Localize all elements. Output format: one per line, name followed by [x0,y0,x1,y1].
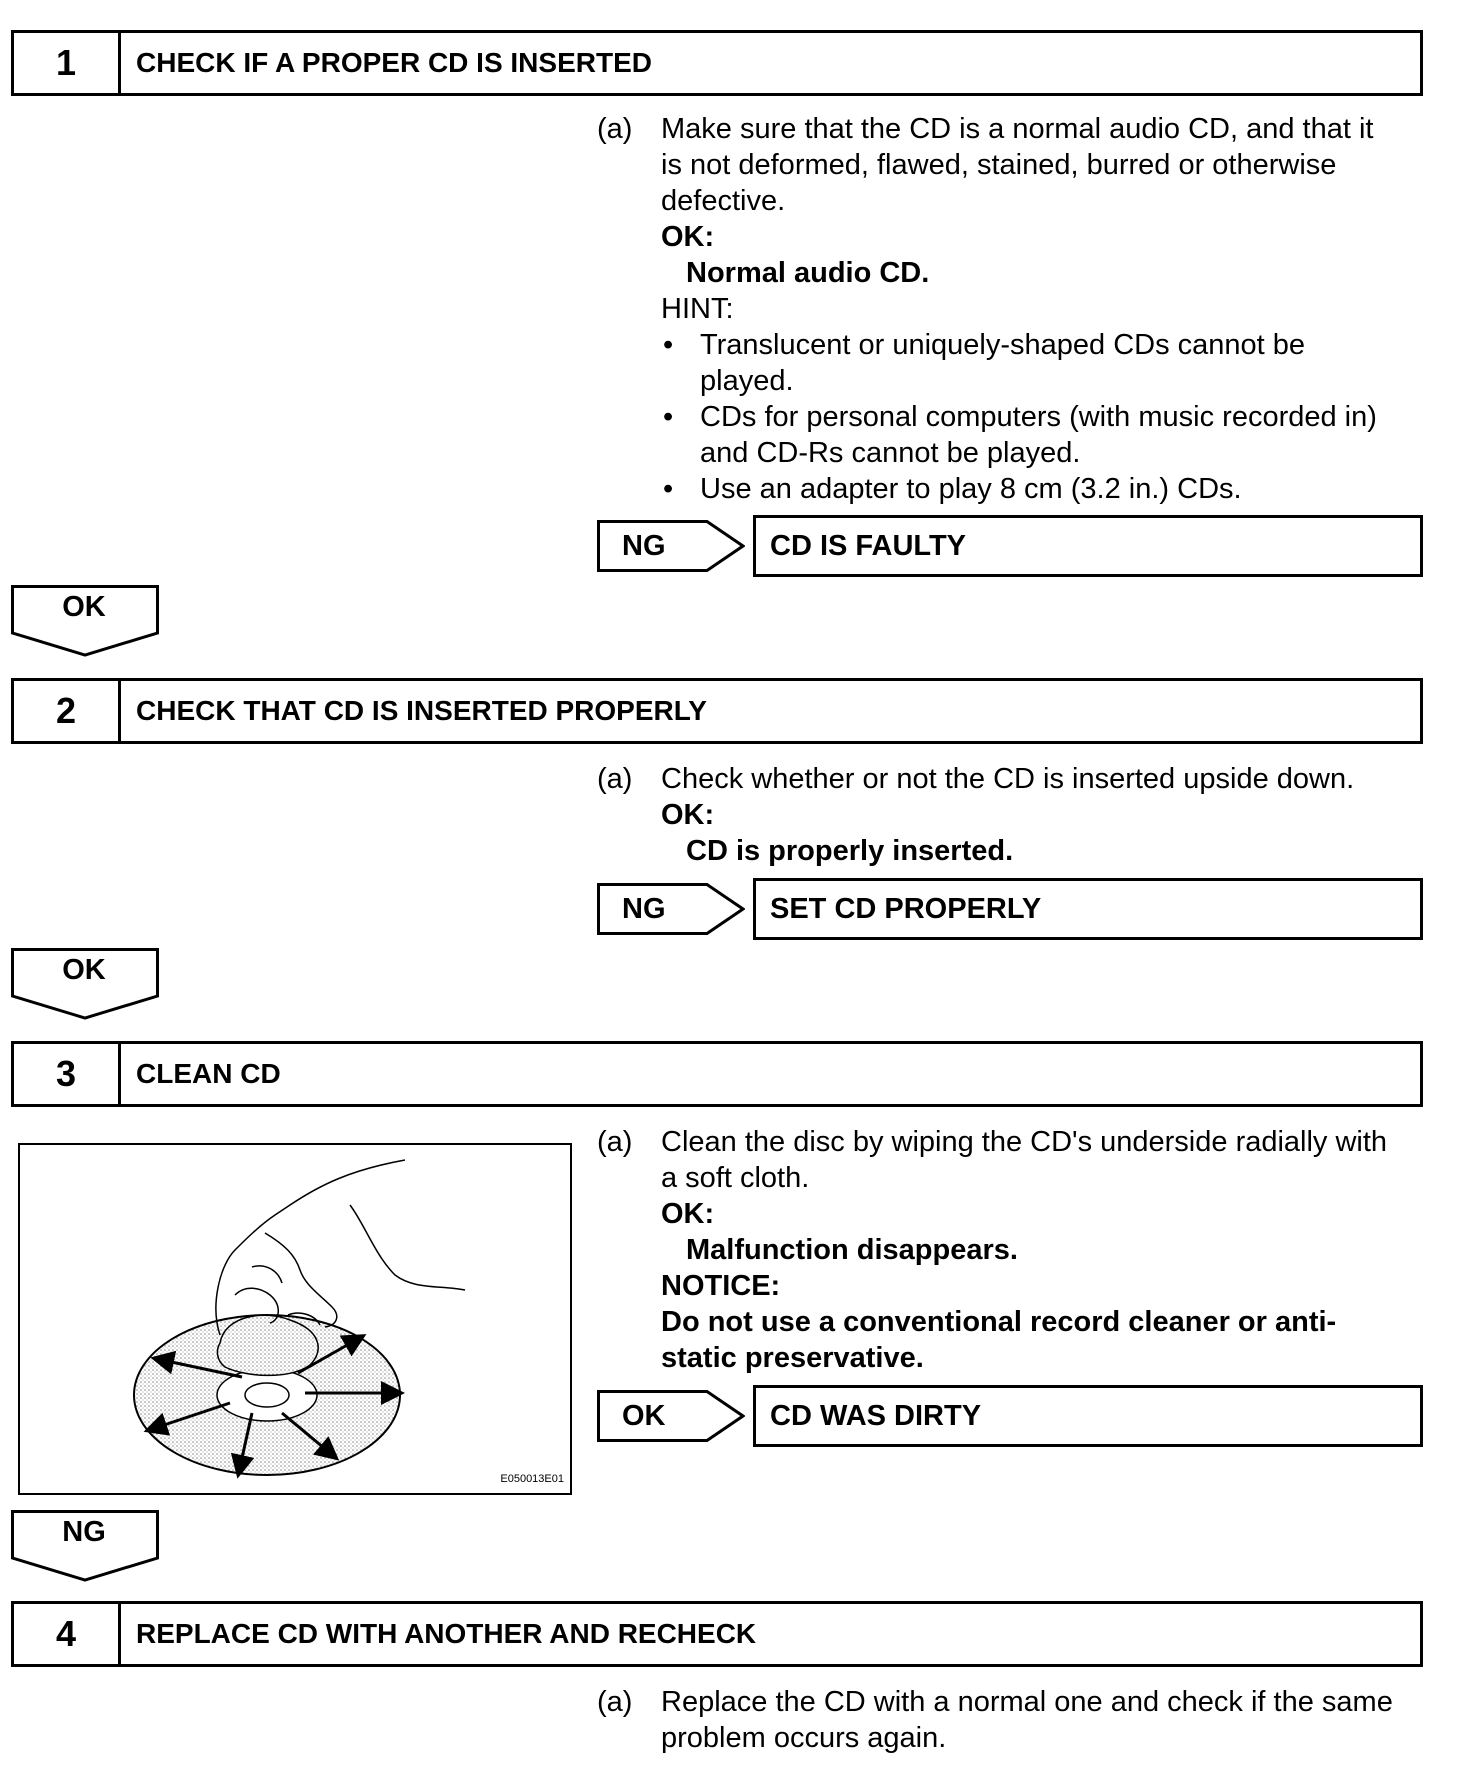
step-3-item-marker: (a) [597,1126,633,1158]
flow-down-arrow-icon [11,1510,159,1582]
step-1-line-1: Make sure that the CD is a normal audio … [661,113,1374,145]
hint-2-line-2: and CD-Rs cannot be played. [700,437,1081,469]
step-2-item-marker: (a) [597,763,633,795]
step-2-flow-tag: OK [11,948,159,1025]
step-4-item-marker: (a) [597,1686,633,1718]
cd-cleaning-illustration: E050013E01 [18,1143,572,1495]
step-4-line-1: Replace the CD with a normal one and che… [661,1686,1393,1718]
flow-down-arrow-icon [11,948,159,1020]
step-4-number: 4 [14,1604,121,1664]
hint-1-line-2: played. [700,365,794,397]
step-3-notice-line-2: static preservative. [661,1342,924,1374]
illustration-code: E050013E01 [500,1473,564,1485]
step-4-header: 4 REPLACE CD WITH ANOTHER AND RECHECK [11,1601,1423,1667]
step-2-header: 2 CHECK THAT CD IS INSERTED PROPERLY [11,678,1423,744]
step-1-header: 1 CHECK IF A PROPER CD IS INSERTED [11,30,1423,96]
step-1-result-arrow-icon [695,520,745,572]
step-4-line-2: problem occurs again. [661,1722,947,1754]
step-2-result-box: SET CD PROPERLY [753,878,1423,940]
cd-wipe-icon [133,1159,466,1479]
hint-1-line-1: Translucent or uniquely-shaped CDs canno… [700,329,1306,361]
step-1-line-3: defective. [661,185,786,217]
step-3-title: CLEAN CD [136,1058,281,1089]
flow-down-arrow-icon [11,585,159,657]
step-3-line-2: a soft cloth. [661,1162,810,1194]
step-2-line-1: Check whether or not the CD is inserted … [661,763,1355,795]
step-3-notice-line-1: Do not use a conventional record cleaner… [661,1306,1337,1338]
step-1-hint-label: HINT: [661,293,734,325]
hint-bullet-2: • [663,401,674,433]
hint-bullet-3: • [663,473,674,505]
step-4-title: REPLACE CD WITH ANOTHER AND RECHECK [136,1618,757,1649]
step-1-result-label: NG [597,520,697,572]
step-3-flow-label: NG [62,1516,106,1548]
step-2-title: CHECK THAT CD IS INSERTED PROPERLY [136,695,707,726]
step-3-ok-value: Malfunction disappears. [686,1234,1018,1266]
step-2-flow-label: OK [62,954,106,986]
step-3-header: 3 CLEAN CD [11,1041,1423,1107]
step-1-number: 1 [14,33,121,93]
step-1-flow-label: OK [62,591,106,623]
hint-bullet-1: • [663,329,674,361]
step-3-result-label: OK [597,1390,697,1442]
step-3-result-arrow-icon [695,1390,745,1442]
step-3-result-box: CD WAS DIRTY [753,1385,1423,1447]
step-1-title: CHECK IF A PROPER CD IS INSERTED [136,47,652,78]
step-2-number: 2 [14,681,121,741]
step-3-number: 3 [14,1044,121,1104]
step-1-result-box: CD IS FAULTY [753,515,1423,577]
hint-3-line-1: Use an adapter to play 8 cm (3.2 in.) CD… [700,473,1242,505]
step-1-item-marker: (a) [597,113,633,145]
step-1-flow-tag: OK [11,585,159,662]
step-1-line-2: is not deformed, flawed, stained, burred… [661,149,1337,181]
step-2-result-arrow-icon [695,883,745,935]
step-3-line-1: Clean the disc by wiping the CD's unders… [661,1126,1388,1158]
step-1-ok-value: Normal audio CD. [686,257,930,289]
step-2-result-label: NG [597,883,697,935]
step-3-notice-label: NOTICE: [661,1270,781,1302]
step-2-ok-label: OK: [661,799,715,831]
hint-2-line-1: CDs for personal computers (with music r… [700,401,1377,433]
step-3-ok-label: OK: [661,1198,715,1230]
step-1-ok-label: OK: [661,221,715,253]
step-2-ok-value: CD is properly inserted. [686,835,1014,867]
step-3-flow-tag: NG [11,1510,159,1587]
